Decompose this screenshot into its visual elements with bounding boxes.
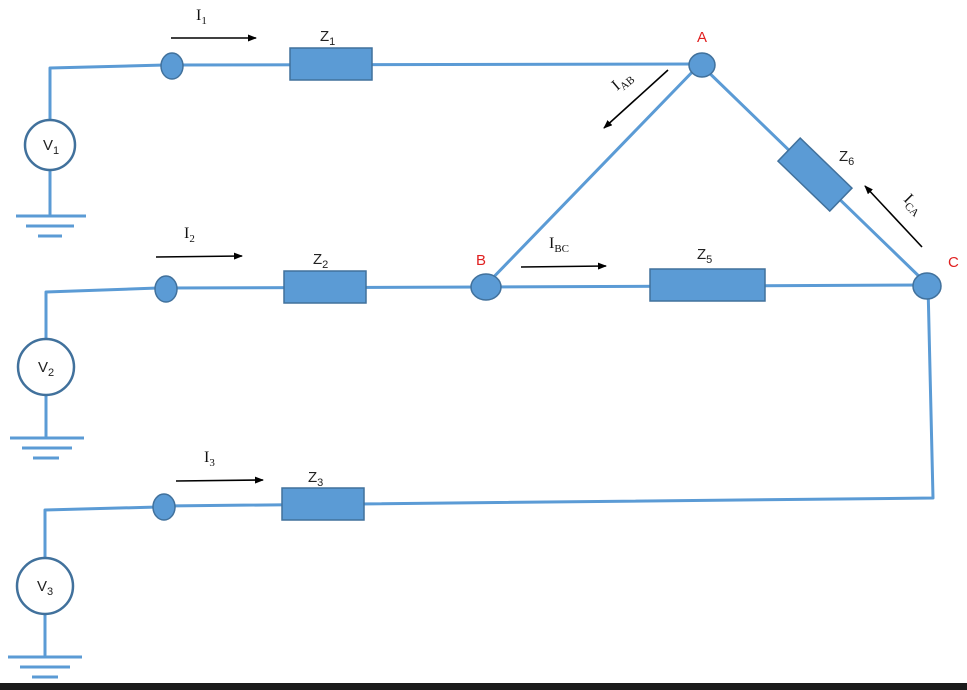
current-arrow-ibc (520, 262, 607, 270)
impedance-z3 (281, 487, 365, 521)
wire-v3-to-terminal-3 (43, 505, 160, 562)
current-arrow-i2 (155, 252, 243, 260)
source-branch-1: V1 (16, 63, 167, 238)
source-branch-2: V2 (10, 286, 160, 460)
impedance-z6 (776, 137, 854, 213)
terminal-1 (160, 52, 184, 80)
voltage-source-1 (23, 118, 77, 172)
current-arrow-i3 (175, 476, 264, 484)
impedance-z3-label: Z3 (308, 469, 323, 489)
current-arrow-iab (603, 69, 669, 129)
wire-node-a-to-node-b (482, 62, 702, 289)
voltage-source-3-label: V3 (37, 578, 53, 598)
node-c (912, 272, 942, 300)
voltage-source-3 (15, 556, 75, 616)
node-a-label: A (697, 29, 707, 46)
impedance-z1-label: Z1 (320, 28, 335, 48)
terminal-3 (152, 493, 176, 521)
current-i1-label: I1 (196, 7, 207, 27)
current-iab-label: IAB (609, 68, 638, 97)
impedance-z6-label: Z6 (839, 148, 854, 168)
wire-v2-to-terminal-2 (44, 286, 160, 345)
impedance-z1 (289, 47, 373, 81)
voltage-source-1-label: V1 (43, 137, 59, 157)
wire-v1-to-terminal-1 (48, 63, 167, 123)
wire-terminal-3-to-node-c (162, 283, 935, 508)
impedance-z5-label: Z5 (697, 246, 712, 266)
current-i3-label: I3 (204, 449, 215, 469)
impedance-z2-label: Z2 (313, 251, 328, 271)
current-ica-label: ICA (898, 191, 927, 220)
impedance-z2 (283, 270, 367, 304)
node-c-label: C (948, 254, 959, 271)
node-a (688, 52, 716, 78)
voltage-source-2-label: V2 (38, 359, 54, 379)
wire-terminal-1-to-node-a (170, 62, 702, 67)
current-i2-label: I2 (184, 225, 195, 245)
impedance-z5 (649, 268, 766, 302)
current-ibc-label: IBC (549, 235, 569, 255)
terminal-2 (154, 275, 178, 303)
current-arrow-ica (864, 185, 923, 248)
node-b (470, 273, 502, 301)
node-b-label: B (476, 252, 486, 269)
source-branch-3: V3 (8, 505, 160, 679)
voltage-source-2 (16, 337, 76, 397)
bottom-bar (0, 683, 967, 690)
